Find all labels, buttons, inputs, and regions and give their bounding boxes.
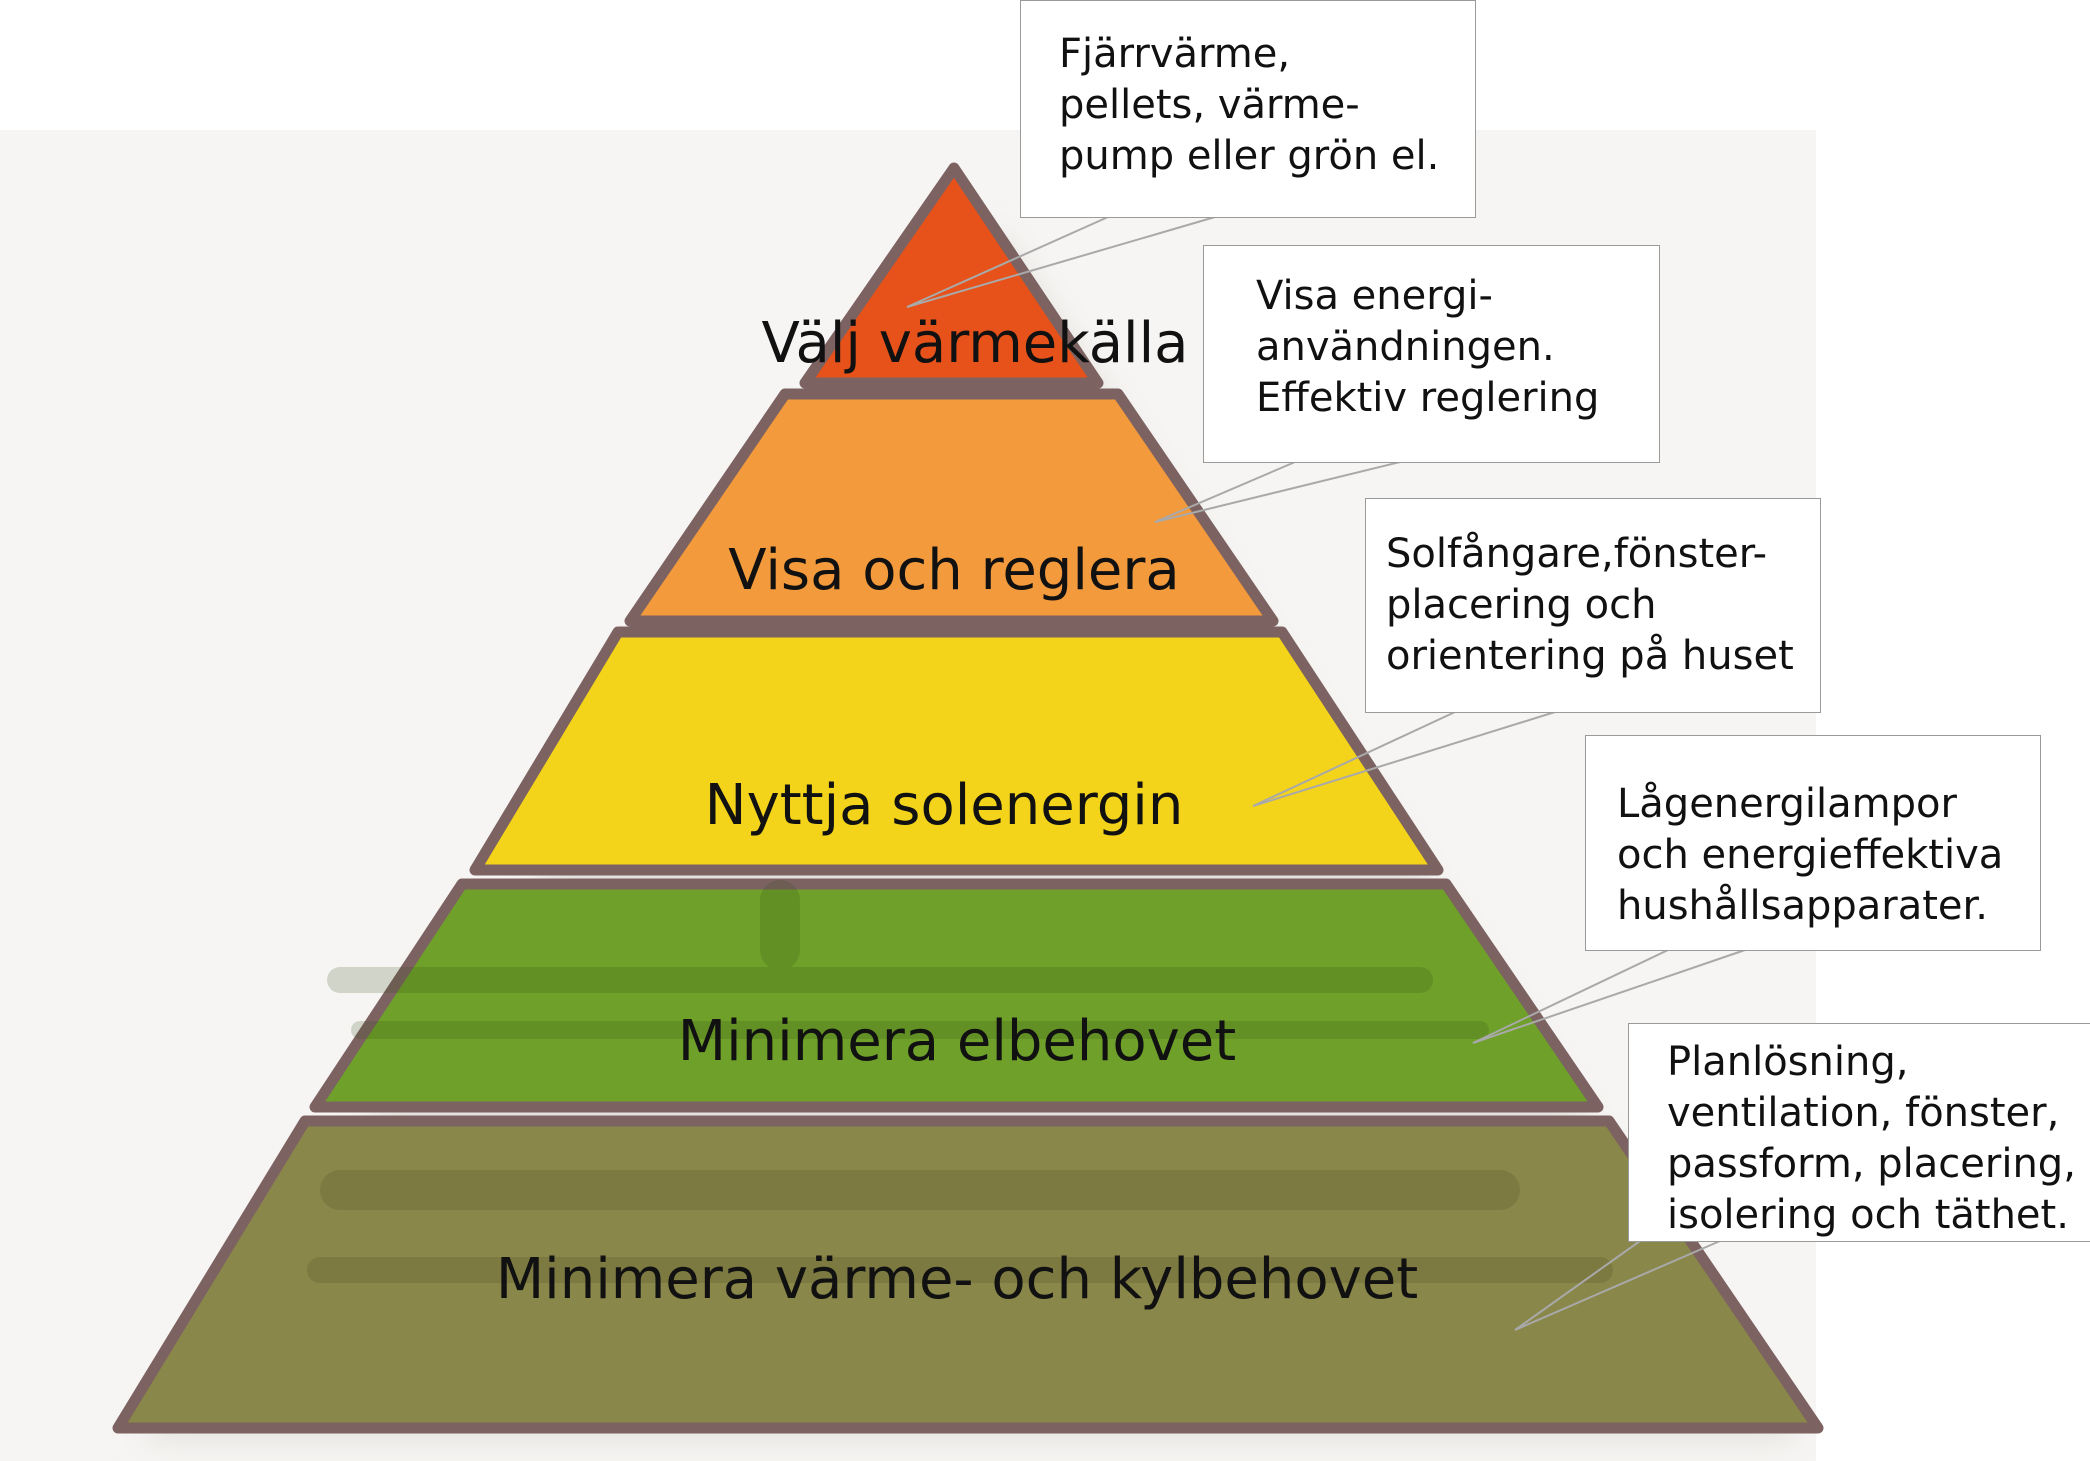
callout-line: pump eller grön el. bbox=[1059, 133, 1440, 179]
callout-solar: Solfångare,fönster- placering och orient… bbox=[1365, 498, 1821, 713]
marker-streaks bbox=[307, 880, 1613, 1283]
callout-line: och energieffektiva bbox=[1617, 832, 2004, 878]
callout-line: hushållsapparater. bbox=[1617, 883, 1989, 929]
tier-label-heating-cooling: Minimera värme- och kylbehovet bbox=[495, 1247, 1419, 1312]
pointer-3 bbox=[1252, 711, 1556, 807]
tier-label-show-regulate: Visa och reglera bbox=[728, 538, 1180, 603]
tier-label-electricity: Minimera elbehovet bbox=[677, 1009, 1237, 1074]
callout-electricity: Lågenergilampor och energieffektiva hush… bbox=[1585, 735, 2041, 951]
tier-3-band bbox=[469, 626, 1444, 876]
callout-heating-cooling: Planlösning, ventilation, fönster, passf… bbox=[1628, 1023, 2090, 1242]
callout-line: isolering och täthet. bbox=[1667, 1192, 2069, 1238]
callout-line: orientering på huset bbox=[1386, 633, 1794, 679]
callout-line: Effektiv reglering bbox=[1256, 375, 1600, 421]
callout-show-regulate: Visa energi- användningen. Effektiv regl… bbox=[1203, 245, 1660, 463]
tier-label-heat-source: Välj värmekälla bbox=[761, 311, 1189, 376]
tier-4-band bbox=[309, 878, 1604, 1113]
callout-heat-source: Fjärrvärme, pellets, värme- pump eller g… bbox=[1020, 0, 1476, 218]
callout-line: ventilation, fönster, bbox=[1667, 1090, 2060, 1136]
callout-line: Planlösning, bbox=[1667, 1039, 1909, 1085]
callout-line: Fjärrvärme, bbox=[1059, 31, 1291, 77]
tier-5-band bbox=[112, 1115, 1824, 1434]
pointer-4 bbox=[1472, 949, 1746, 1044]
callout-line: placering och bbox=[1386, 582, 1657, 628]
tier-label-solar: Nyttja solenergin bbox=[704, 773, 1184, 838]
callout-line: Visa energi- bbox=[1256, 273, 1493, 319]
callout-line: användningen. bbox=[1256, 324, 1555, 370]
pointer-2 bbox=[1154, 461, 1401, 523]
callout-pointers bbox=[906, 216, 1746, 1331]
tier-2-band bbox=[624, 388, 1279, 627]
callout-line: passform, placering, bbox=[1667, 1141, 2076, 1187]
pointer-1 bbox=[906, 216, 1216, 308]
callout-line: Solfångare,fönster- bbox=[1386, 531, 1768, 577]
pointer-5 bbox=[1514, 1240, 1721, 1331]
callout-line: pellets, värme- bbox=[1059, 82, 1360, 128]
tier-1-band bbox=[799, 162, 1104, 389]
callout-line: Lågenergilampor bbox=[1617, 781, 1957, 827]
